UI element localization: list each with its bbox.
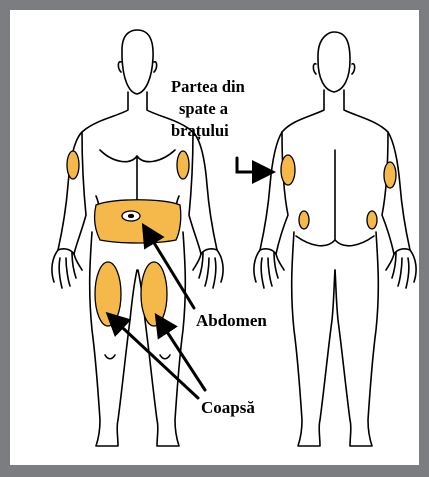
front-injection-sites (67, 151, 189, 326)
back-of-arm-label-line2: spate a (171, 98, 245, 120)
back-of-arm-arrow (237, 158, 270, 172)
abdomen-label: Abdomen (196, 311, 267, 331)
back-left-arm-site (281, 155, 295, 185)
left-thigh-injection-site (95, 262, 121, 326)
back-of-arm-label-line3: brațului (171, 120, 245, 142)
back-injection-sites (281, 155, 396, 229)
back-of-arm-label: Partea din spate a brațului (171, 76, 245, 142)
back-right-arm-site (384, 162, 396, 188)
back-body-figure (254, 32, 416, 446)
front-right-upper-arm-site (177, 151, 189, 179)
abdomen-injection-site (95, 200, 181, 243)
pointer-arrows (110, 158, 270, 398)
back-right-hip-site (367, 211, 377, 229)
thigh-label: Coapsă (201, 398, 255, 418)
back-of-arm-label-line1: Partea din (171, 76, 245, 98)
front-left-upper-arm-site (67, 151, 79, 179)
right-thigh-injection-site (141, 262, 167, 326)
back-left-hip-site (299, 211, 309, 229)
